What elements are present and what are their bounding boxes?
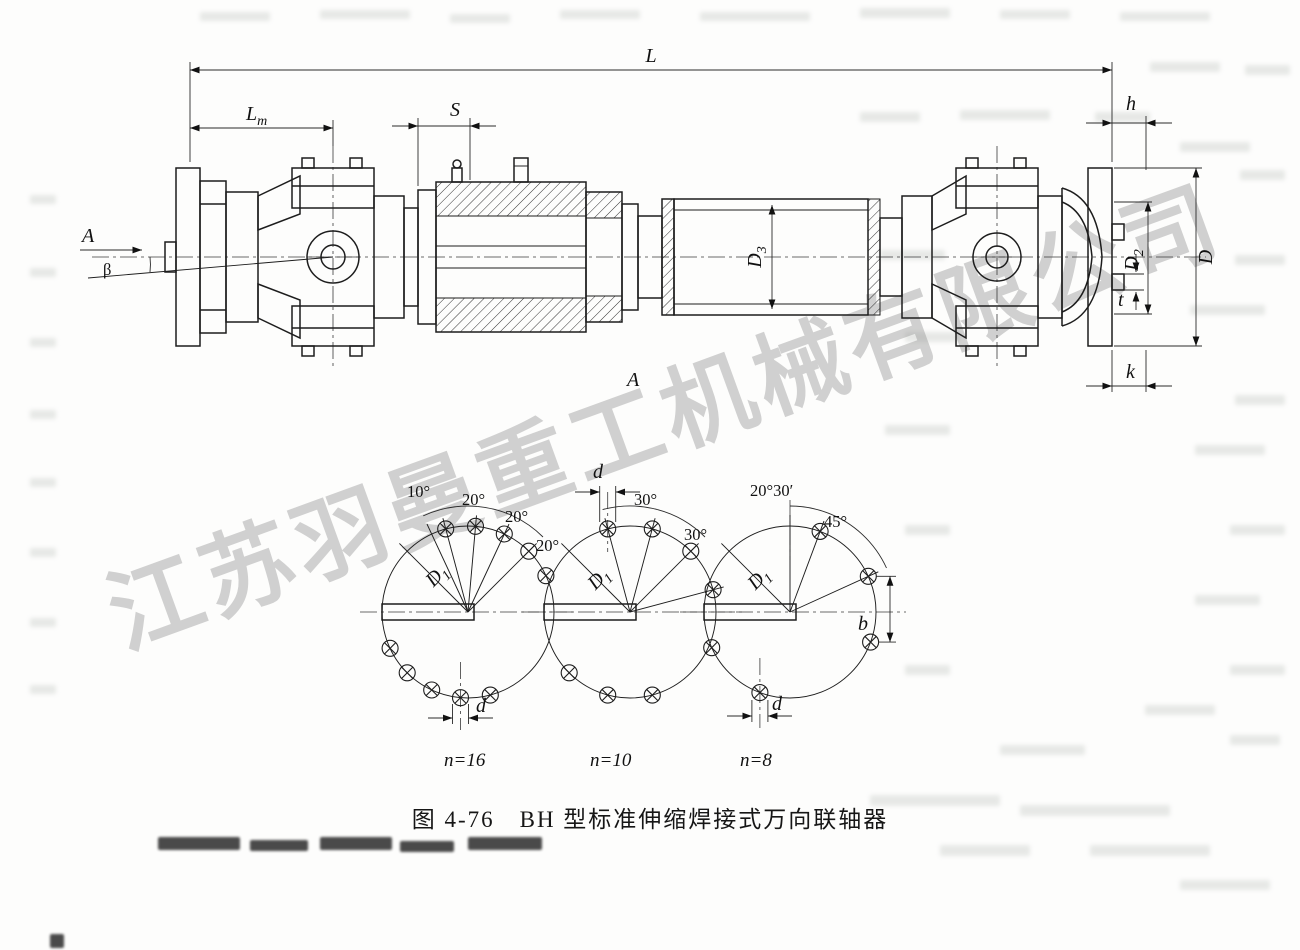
bolt-hole [437,520,455,538]
bolt-hole [520,542,538,560]
dim-label-b: b [858,613,868,635]
dim-label-h: h [1126,93,1136,115]
flange-view-n10: d 30° 30° D1 n=10 [522,461,744,771]
dim-label-d: d [593,461,604,483]
dim-label-d: d [772,693,783,715]
dim-label-D1: D1 [583,563,617,597]
bolt-hole [643,520,661,538]
right-flange [1061,167,1125,347]
flange-view-n16: 10° 20° 20° 20° D1 d n=16 [360,482,576,771]
dim-label-d: d [476,695,487,717]
count-label: n=10 [590,750,632,771]
dim-label-D2: D2 [1121,249,1147,271]
dim-label-S: S [450,99,460,121]
dim-label-D3: D3 [744,246,770,268]
dimensions [80,62,1202,392]
angle-label-beta: β [103,260,111,279]
angle-label: 30° [634,490,657,509]
dim-label-Lm: Lm [245,103,267,129]
bolt-hole [703,639,721,657]
shaft-step [621,198,675,316]
bolt-hole [560,664,578,682]
angle-label: 20° [505,507,528,526]
bolt-hole [381,639,399,657]
bolt-hole [423,681,441,699]
bolt-hole [704,581,722,599]
view-label-A: A [80,225,95,247]
angle-label: 20°30′ [750,481,793,500]
dim-label-k: k [1126,361,1136,383]
right-universal-joint [879,157,1063,357]
bolt-hole [398,664,416,682]
section-label-A: A [625,369,640,391]
figure-caption: 图 4-76 BH 型标准伸缩焊接式万向联轴器 [411,807,889,832]
bolt-hole [537,567,555,585]
angle-label: 30° [684,525,707,544]
dim-label-L: L [644,45,656,67]
bolt-hole [862,633,880,651]
left-universal-joint [225,157,405,357]
dim-label-D: D [1195,249,1217,265]
bolt-hole [859,567,877,585]
angle-label: 45° [824,512,847,531]
dim-label-t: t [1118,289,1124,311]
flange-view-n8: 20°30′ 45° D1 b d n=8 [680,481,906,771]
cardan-shaft-drawing: L Lm S h k D D2 D3 t A β A [80,45,1217,392]
angle-label: 10° [407,482,430,501]
angle-label: 20° [536,536,559,555]
bolt-hole [682,542,700,560]
bolt-hole [599,686,617,704]
bolt-hole [643,686,661,704]
bolt-hole [495,525,513,543]
dim-label-D1: D1 [743,563,777,597]
count-label: n=8 [740,750,772,771]
angle-label: 20° [462,490,485,509]
dim-label-D1: D1 [421,560,455,594]
spline-sleeve [403,157,623,333]
count-label: n=16 [444,750,486,771]
